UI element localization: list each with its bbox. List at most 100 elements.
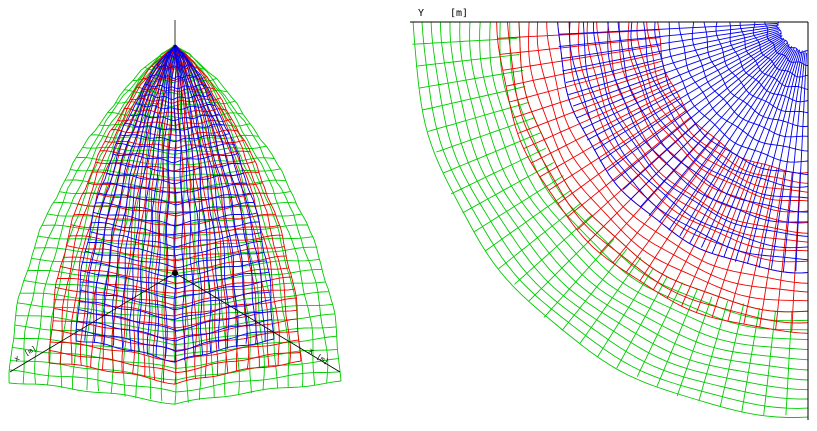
mesh-line xyxy=(523,82,672,150)
mesh-line xyxy=(509,60,663,103)
mesh-line xyxy=(599,132,709,254)
mesh-line xyxy=(173,45,266,342)
mesh-line xyxy=(80,279,271,299)
axis-line-right xyxy=(174,272,341,373)
mesh-line xyxy=(758,50,803,268)
mesh-line xyxy=(612,137,715,264)
mesh-line xyxy=(49,350,301,374)
mesh-line xyxy=(175,45,230,349)
mesh-line xyxy=(561,248,628,331)
inner-dome-mesh xyxy=(75,44,275,363)
mesh-line xyxy=(596,267,654,358)
mesh-line xyxy=(763,311,776,416)
mesh-line xyxy=(512,68,665,119)
mesh-line xyxy=(711,163,763,318)
mesh-line xyxy=(78,203,271,217)
mesh-line xyxy=(135,103,216,110)
mesh-line xyxy=(579,257,642,344)
mesh-line xyxy=(572,31,780,107)
mesh-line xyxy=(164,54,185,58)
mesh-line xyxy=(679,48,793,237)
mesh-line xyxy=(616,276,668,369)
mesh-line xyxy=(92,211,258,227)
mesh-line xyxy=(770,52,804,269)
mesh-line xyxy=(514,214,593,285)
mesh-line xyxy=(115,142,235,152)
mesh-line xyxy=(505,52,662,87)
mesh-line xyxy=(442,132,542,174)
mesh-line xyxy=(66,245,285,262)
mesh-line xyxy=(120,46,175,349)
mesh-line xyxy=(78,309,272,332)
right-top-view: Y [m] xyxy=(410,8,809,420)
mesh-line xyxy=(668,45,793,231)
axis-line-left xyxy=(9,272,176,373)
mesh-line xyxy=(576,122,696,231)
mesh-line xyxy=(139,93,212,100)
left-axis-label: x xyxy=(13,353,22,363)
mesh-line xyxy=(82,145,267,155)
mesh-line xyxy=(795,52,807,272)
mesh-line xyxy=(719,303,745,407)
mesh-line xyxy=(548,103,683,191)
mesh-line xyxy=(87,240,263,257)
mesh-line xyxy=(743,168,778,325)
y-axis-unit: [m] xyxy=(450,8,468,19)
mesh-line xyxy=(499,37,661,55)
mesh-line xyxy=(558,24,780,47)
mesh-line xyxy=(640,44,788,208)
mesh-line xyxy=(727,165,770,322)
mesh-line xyxy=(558,23,778,35)
mesh-line xyxy=(539,96,680,178)
mesh-line xyxy=(785,310,793,416)
mesh-line xyxy=(102,182,247,193)
mesh-line xyxy=(51,328,298,351)
mesh-line xyxy=(474,175,564,232)
mesh-line xyxy=(614,40,786,182)
mesh-line xyxy=(698,300,729,402)
mesh-line xyxy=(124,123,225,131)
mesh-line xyxy=(80,289,271,311)
mesh-line xyxy=(70,224,280,239)
mesh-line xyxy=(76,328,274,352)
mesh-line xyxy=(112,152,239,164)
y-axis-label: Y xyxy=(418,8,424,19)
mesh-line xyxy=(576,32,782,119)
mesh-line xyxy=(502,44,661,71)
mesh-line xyxy=(76,338,275,363)
mesh-line xyxy=(419,69,524,89)
mesh-line xyxy=(497,29,660,39)
mesh-line xyxy=(636,282,683,377)
mesh-line xyxy=(9,369,341,393)
mesh-line xyxy=(599,37,785,162)
mesh-line xyxy=(723,50,799,257)
inner-ring-mesh xyxy=(557,22,809,274)
mesh-line xyxy=(607,40,784,171)
mesh-line xyxy=(450,147,546,195)
mesh-line xyxy=(82,260,267,278)
mesh-line xyxy=(791,172,801,333)
mesh-line xyxy=(746,51,801,265)
mesh-line xyxy=(80,270,269,290)
mesh-line xyxy=(498,203,581,269)
mesh-line xyxy=(173,45,186,361)
mesh-line xyxy=(531,89,676,164)
mesh-line xyxy=(695,161,755,313)
mesh-line xyxy=(164,46,177,359)
mesh-line xyxy=(630,42,788,200)
mesh-line xyxy=(104,139,245,149)
mesh-line xyxy=(427,102,529,132)
mesh-line xyxy=(77,318,272,342)
mesh-line xyxy=(568,30,781,96)
mesh-line xyxy=(593,37,782,151)
mesh-line xyxy=(648,44,790,216)
mesh-line xyxy=(517,75,668,134)
mesh-line xyxy=(659,46,790,223)
mesh-line xyxy=(586,35,783,141)
mesh-line xyxy=(639,147,727,282)
mesh-line xyxy=(73,213,276,226)
mesh-line xyxy=(567,116,691,218)
mesh-line xyxy=(689,47,795,244)
mesh-line xyxy=(53,318,298,340)
